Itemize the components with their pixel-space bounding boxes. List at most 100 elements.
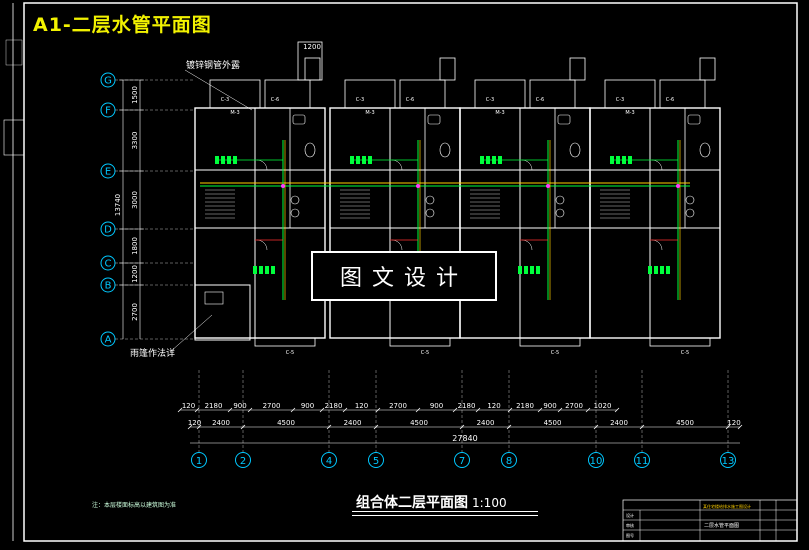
balcony: [399, 79, 446, 109]
valve-symbol: [530, 266, 534, 274]
title-block-project: 某住宅楼给排水施工图设计: [703, 503, 751, 509]
dim-text-row1: 2180: [458, 402, 476, 410]
unit-outline: [459, 107, 591, 339]
window-label: C-6: [536, 97, 544, 103]
leader-line: [184, 69, 253, 111]
dim-text-row1: 2180: [205, 402, 223, 410]
dim-text-left-total: 13740: [114, 194, 122, 216]
window-label: C-3: [356, 97, 364, 103]
valve-symbol: [368, 156, 372, 164]
dim-tick: [506, 424, 512, 430]
title-underline: [352, 511, 538, 516]
dim-text-top: 1200: [303, 43, 321, 51]
dim-text-row1: 120: [355, 402, 368, 410]
valve-symbol: [253, 266, 257, 274]
window-label: C-5: [286, 350, 294, 356]
valve-symbol: [524, 266, 528, 274]
door-label: M-3: [365, 110, 374, 116]
dim-text-left: 3300: [131, 132, 139, 150]
dim-text-row2: 2400: [344, 419, 362, 427]
valve-symbol: [271, 266, 275, 274]
pipe-annotation: 镀锌钢管外露: [186, 61, 241, 71]
dim-tick: [725, 424, 731, 430]
valve-symbol: [356, 156, 360, 164]
dim-tick: [373, 424, 379, 430]
toilet: [569, 142, 581, 158]
dim-tick: [196, 424, 202, 430]
door-swing: [391, 239, 403, 251]
valve-symbol: [518, 266, 522, 274]
grid-label-col: 4: [326, 456, 332, 467]
unit-outline: [589, 107, 721, 339]
dim-text-row1: 120: [182, 402, 195, 410]
dim-text-row1: 1020: [594, 402, 612, 410]
valve-symbol: [628, 156, 632, 164]
dim-text-left: 1200: [131, 265, 139, 283]
roof-vent: [297, 41, 323, 81]
balcony: [209, 79, 261, 109]
dim-tick: [342, 407, 348, 413]
dim-tick: [240, 424, 246, 430]
dim-text-total: 27840: [452, 434, 477, 443]
dim-tick: [415, 407, 421, 413]
valve-symbol: [265, 266, 269, 274]
window-bay: [389, 337, 451, 347]
dim-text-row1: 2700: [389, 402, 407, 410]
grid-label-col: 10: [590, 456, 603, 467]
dim-text-row1: 900: [543, 402, 556, 410]
dim-text-row2: 4500: [277, 419, 295, 427]
valve-symbol: [622, 156, 626, 164]
dim-tick: [737, 424, 743, 430]
sink: [290, 208, 300, 218]
window-label: C-6: [666, 97, 674, 103]
valve-symbol: [221, 156, 225, 164]
riser-marker: [676, 184, 680, 188]
leader-line: [169, 314, 213, 353]
dim-tick: [459, 424, 465, 430]
fixture: [557, 114, 571, 125]
grid-bubble: [235, 452, 251, 468]
valve-symbol: [536, 266, 540, 274]
door-swing: [651, 159, 663, 171]
dim-text-row2: 4500: [544, 419, 562, 427]
binding-stamp: [3, 119, 25, 156]
dim-text-row2: 2400: [477, 419, 495, 427]
dim-tick: [557, 407, 563, 413]
valve-symbol: [486, 156, 490, 164]
roof-annotation: 雨篷作法详: [130, 349, 176, 359]
grid-bubble: [634, 452, 650, 468]
window-label: C-5: [681, 350, 689, 356]
dim-tick: [507, 407, 513, 413]
sink: [685, 195, 695, 205]
grid-label-col: 7: [459, 456, 465, 467]
dim-tick: [177, 407, 183, 413]
valve-symbol: [666, 266, 670, 274]
title-block-field: 设计: [626, 512, 634, 518]
valve-symbol: [492, 156, 496, 164]
grid-bubble: [191, 452, 207, 468]
binding-stamp: [5, 39, 23, 66]
grid-label-row: G: [104, 76, 112, 87]
door-label: M-3: [495, 110, 504, 116]
fixture: [687, 114, 701, 125]
dim-text-left: 3000: [131, 191, 139, 209]
dim-tick: [639, 424, 645, 430]
valve-symbol: [498, 156, 502, 164]
grid-label-col: 11: [636, 456, 649, 467]
grid-bubble: [501, 452, 517, 468]
fixture: [427, 114, 441, 125]
dim-text-row2: 2400: [610, 419, 628, 427]
balcony: [604, 79, 656, 109]
chimney: [439, 57, 456, 81]
dim-tick: [475, 407, 481, 413]
balcony: [474, 79, 526, 109]
valve-symbol: [227, 156, 231, 164]
grid-bubble: [454, 452, 470, 468]
balcony: [529, 79, 576, 109]
dim-text-row1: 900: [430, 402, 443, 410]
grid-bubble: [368, 452, 384, 468]
